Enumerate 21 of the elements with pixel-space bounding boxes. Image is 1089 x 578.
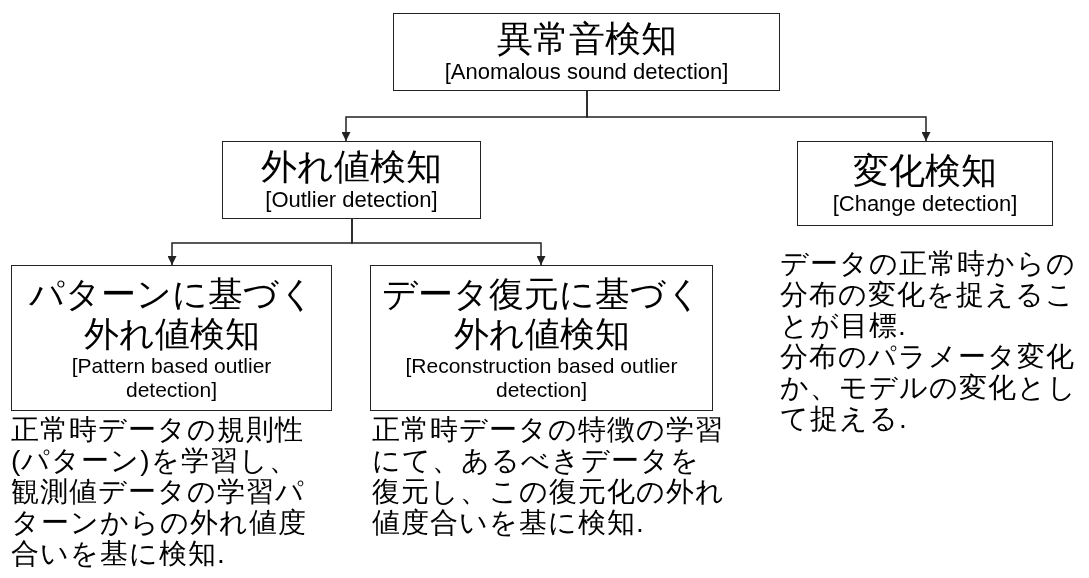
process-box: [797, 141, 1053, 226]
box-subtitle: [Outlier detection]: [265, 187, 438, 213]
description-text: 分布のパラメータ変化か、モデルの変化として捉える.: [780, 341, 1078, 434]
box-title: 外れ値検知: [261, 147, 442, 187]
description-text: 正常時データの特徴の学習にて、あるべきデータを復元し、この復元化の外れ値度合いを基に検知.: [372, 414, 726, 538]
process-box: [11, 265, 332, 411]
box-subtitle: [Reconstruction based outlier detection]: [404, 354, 679, 402]
process-box: [393, 13, 780, 91]
box-subtitle: [Anomalous sound detection]: [444, 59, 729, 85]
box-subtitle: [Pattern based outlier detection]: [71, 354, 272, 402]
process-box: [370, 265, 713, 411]
box-subtitle: [Change detection]: [832, 190, 1018, 217]
description-text: データの正常時からの分布の変化を捉えることが目標.: [780, 248, 1077, 341]
box-title: データ復元に基づく外れ値検知: [380, 274, 703, 354]
arrow: [586, 90, 931, 142]
box-title: 異常音検知: [496, 19, 677, 59]
arrow: [351, 218, 546, 266]
process-box: [222, 141, 481, 219]
description-text: 正常時データの規則性(パターン)を学習し、観測値データの学習パターンからの外れ値度合いを基に検知.: [11, 414, 308, 569]
box-title: パターンに基づく外れ値検知: [27, 274, 316, 354]
box-title: 変化検知: [853, 150, 997, 191]
